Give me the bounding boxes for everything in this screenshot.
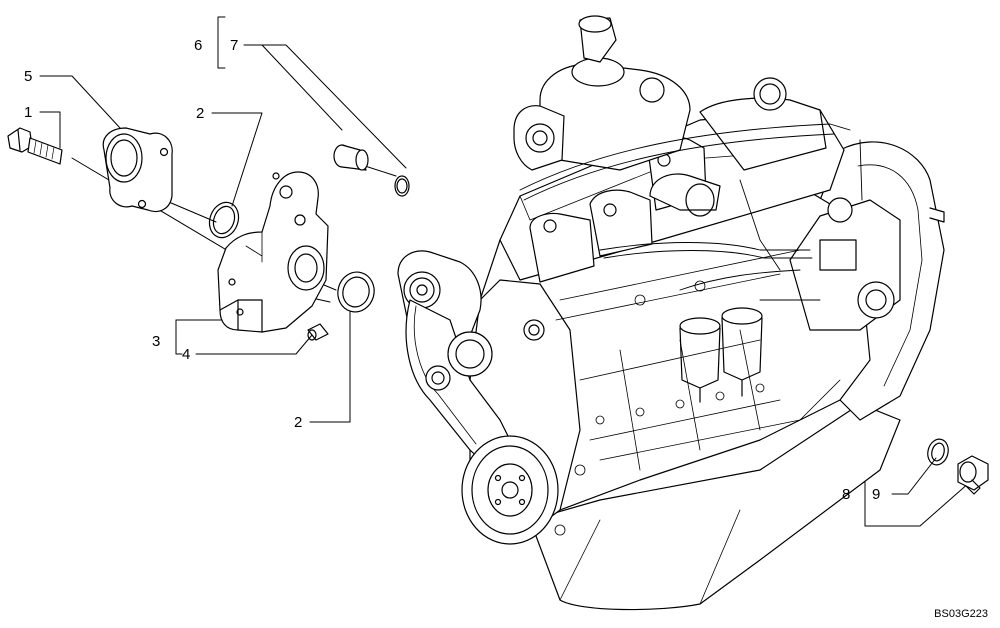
turbocharger — [513, 15, 691, 171]
callout-2-top: 2 — [196, 105, 205, 122]
callout-8: 8 — [842, 486, 851, 503]
injection-pump — [789, 197, 901, 331]
fuel-filters — [679, 307, 763, 403]
intake-elbow — [649, 173, 721, 217]
leader-2-top — [211, 112, 263, 207]
leader-4 — [195, 334, 313, 355]
engine-assembly — [397, 15, 945, 611]
oil-pan — [529, 403, 901, 611]
snap-ring — [394, 175, 410, 197]
o-ring-top — [208, 201, 240, 239]
pin-part-4 — [307, 323, 329, 341]
callout-4: 4 — [182, 346, 191, 363]
bolt-part-1 — [7, 127, 63, 165]
callout-6: 6 — [194, 37, 203, 54]
crankshaft-pulley — [461, 435, 559, 545]
fuel-lines — [519, 123, 863, 301]
bracket-8 — [864, 463, 971, 527]
leader-2-lower — [309, 295, 351, 423]
figure-id-label: BS03G223 — [934, 608, 988, 620]
bracket-3 — [175, 319, 183, 355]
leader-7b — [261, 44, 407, 169]
block-details — [554, 249, 841, 536]
callout-5: 5 — [24, 68, 33, 85]
flange-part-5 — [102, 127, 173, 213]
seal-lower — [337, 271, 375, 313]
bracket-6 — [217, 16, 226, 69]
callout-7: 7 — [230, 37, 239, 54]
callout-1: 1 — [24, 104, 33, 121]
callout-2-lower: 2 — [294, 414, 303, 431]
callout-3: 3 — [152, 333, 161, 350]
water-pump-pulley — [425, 331, 493, 391]
leader-9 — [891, 457, 937, 495]
leader-5 — [39, 75, 121, 129]
axis-line-5 — [364, 165, 397, 177]
washer-part-9 — [927, 438, 949, 466]
sleeve-part-7 — [333, 144, 369, 171]
plug-part-8 — [957, 455, 989, 495]
callout-9: 9 — [872, 486, 881, 503]
leader-1 — [39, 111, 61, 149]
valve-covers — [529, 77, 827, 283]
thermostat-housing-part-3 — [217, 171, 329, 333]
